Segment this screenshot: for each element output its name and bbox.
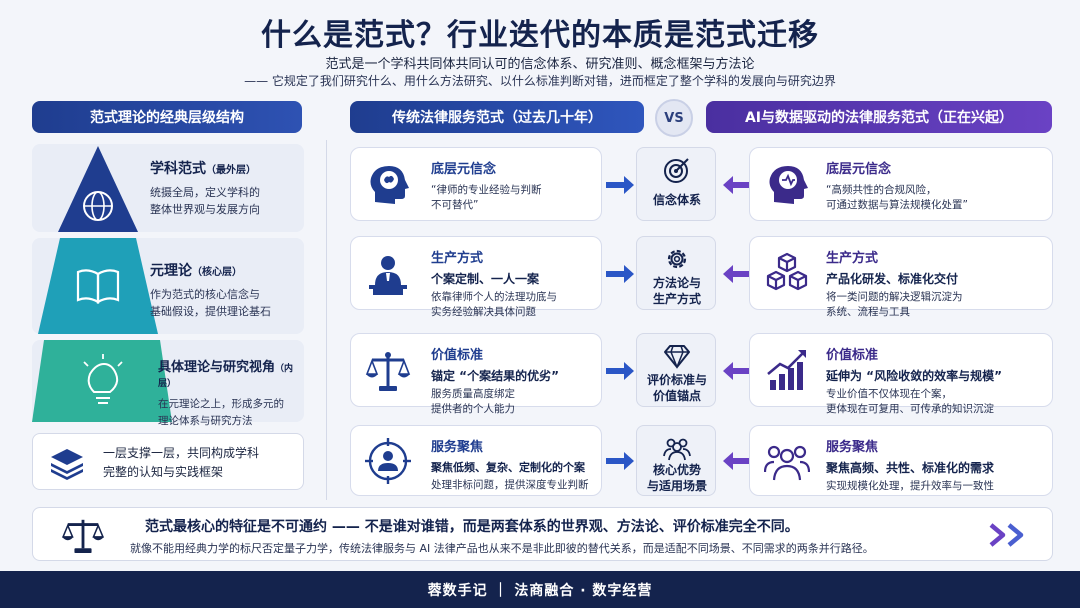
arrow-right-icon (606, 265, 634, 283)
traditional-heading: 传统法律服务范式（过去几十年） (350, 101, 644, 133)
arrow-left-icon (723, 362, 751, 380)
pyramid-level-discipline: 学科范式（最外层） 统摄全局，定义学科的整体世界观与发展方向 (32, 144, 304, 232)
conclusion-banner: 范式最核心的特征是不可通约 —— 不是谁对谁错，而是两套体系的世界观、方法论、评… (32, 507, 1053, 561)
ai-value-card: 价值标准 延伸为 “风险收敛的效率与规模” 专业价值不仅体现在个案，更体现在可复… (749, 333, 1053, 415)
page-subtitle: 范式是一个学科共同体共同认可的信念体系、研究准则、概念框架与方法论 (325, 57, 755, 72)
arrow-left-icon (723, 452, 751, 470)
gear-icon (667, 249, 687, 269)
group-icon (663, 438, 691, 461)
pyramid-heading: 范式理论的经典层级结构 (32, 101, 302, 133)
column-divider (326, 140, 327, 500)
arrow-left-icon (723, 265, 751, 283)
ai-production-card: 生产方式 产品化研发、标准化交付 将一类问题的解决逻辑沉淀为系统、流程与工具 (749, 236, 1053, 318)
advantage-label: 核心优势与适用场景 (636, 425, 716, 496)
arrow-right-icon (606, 176, 634, 194)
brain-head-icon (370, 166, 409, 204)
pyramid-level-metatheory: 元理论（核心层） 作为范式的核心信念与基础假设，提供理论基石 (32, 238, 304, 334)
pyramid-level-specific: 具体理论与研究视角（内层） 在元理论之上，形成多元的理论体系与研究方法 (32, 340, 304, 427)
pyramid-middle-shape (38, 238, 158, 334)
scales-icon (365, 352, 411, 391)
growth-chart-icon (767, 350, 806, 390)
conclusion-headline: 范式最核心的特征是不可通约 —— 不是谁对谁错，而是两套体系的世界观、方法论、评… (145, 519, 799, 535)
page-subtitle-2: —— 它规定了我们研究什么、用什么方法研究、以什么标准判断对错，进而框定了整个学… (244, 74, 836, 88)
pyramid-bottom-shape (32, 340, 172, 422)
pyramid-level-title: 学科范式（最外层） (150, 161, 256, 177)
ai-heading: AI与数据驱动的法律服务范式（正在兴起） (706, 101, 1052, 133)
layers-icon (51, 449, 83, 480)
target-icon (664, 158, 689, 183)
footer-brand: 蓉数手记 ｜ 法商融合 · 数字经营 (0, 571, 1080, 608)
traditional-value-card: 价值标准 锚定 “个案结果的优劣” 服务质量高度绑定提供者的个人能力 (350, 333, 602, 415)
scales-icon (61, 519, 105, 554)
ai-head-icon (769, 166, 808, 204)
diamond-icon (664, 345, 690, 370)
pyramid-top-shape (58, 146, 138, 232)
ai-focus-card: 服务聚焦 聚焦高频、共性、标准化的需求 实现规模化处理，提升效率与一致性 (749, 425, 1053, 496)
evaluation-label: 评价标准与价值锚点 (636, 333, 716, 407)
ai-belief-card: 底层元信念 “高频共性的合规风险，可通过数据与算法规模化处置” (749, 147, 1053, 221)
double-chevron-right-icon (989, 523, 1024, 547)
traditional-production-card: 生产方式 个案定制、一人一案 依靠律师个人的法理功底与实务经验解决具体问题 (350, 236, 602, 318)
conclusion-detail: 就像不能用经典力学的标尺否定量子力学，传统法律服务与 AI 法律产品也从来不是非… (130, 542, 874, 555)
arrow-right-icon (606, 362, 634, 380)
pyramid-level-desc: 统摄全局，定义学科的整体世界观与发展方向 (150, 186, 260, 216)
page-title: 什么是范式？行业迭代的本质是范式迁移 (261, 18, 819, 53)
belief-system-label: 信念体系 (636, 147, 716, 221)
lawyer-desk-icon (369, 256, 407, 295)
traditional-focus-card: 服务聚焦 聚焦低频、复杂、定制化的个案 处理非标问题，提供深度专业判断 (350, 425, 602, 496)
cubes-icon (766, 252, 808, 291)
vs-badge: VS (655, 99, 693, 137)
person-target-icon (365, 438, 411, 484)
methodology-label: 方法论与生产方式 (636, 236, 716, 310)
traditional-belief-card: 底层元信念 “律师的专业经验与判断不可替代” (350, 147, 602, 221)
pyramid-summary: 一层支撑一层，共同构成学科完整的认知与实践框架 (32, 433, 304, 490)
arrow-left-icon (723, 176, 751, 194)
people-icon (764, 445, 810, 481)
arrow-right-icon (606, 452, 634, 470)
